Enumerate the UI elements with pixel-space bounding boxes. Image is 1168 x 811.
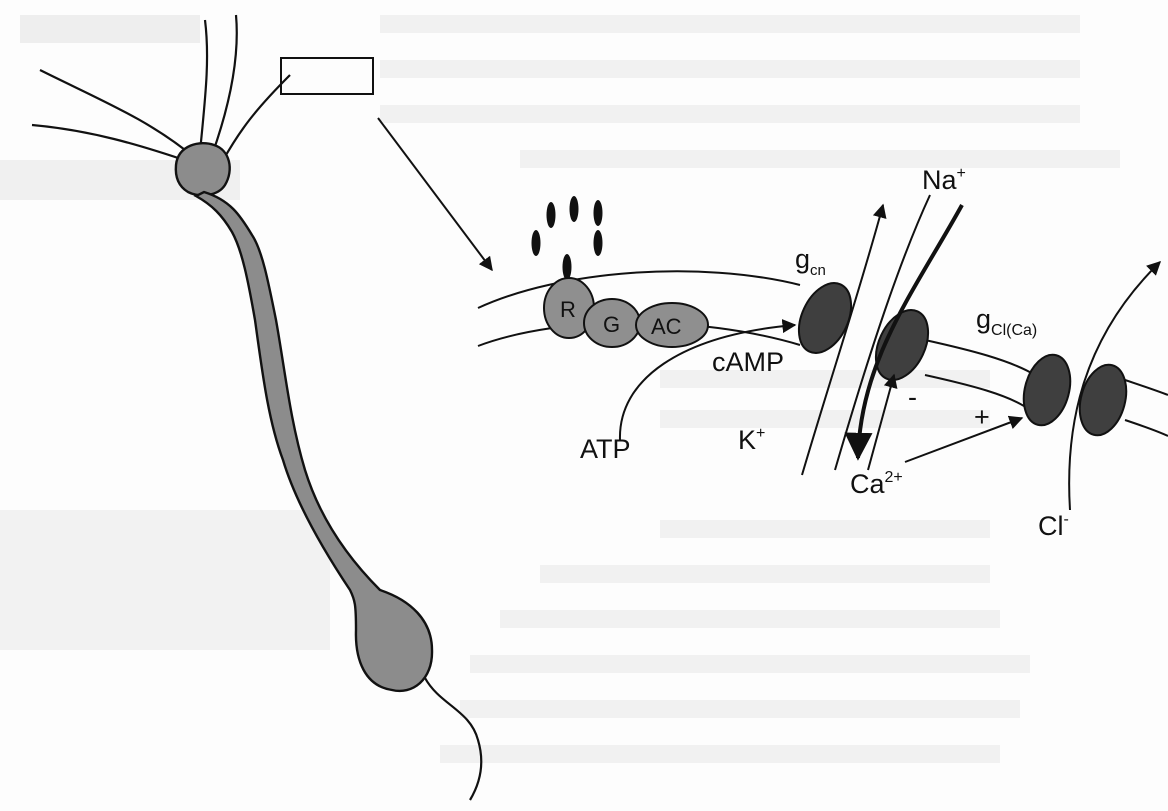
cilium xyxy=(212,15,237,155)
odorant-molecule xyxy=(594,200,603,226)
cilium xyxy=(200,20,207,152)
atp-label: ATP xyxy=(580,434,631,464)
cl-channel-label: gCl(Ca) xyxy=(976,304,1037,339)
cilium xyxy=(222,75,290,162)
axon xyxy=(425,678,481,800)
odorant-molecule xyxy=(570,196,579,222)
olfactory-neuron xyxy=(32,15,481,800)
inhibition-sign: - xyxy=(908,382,917,412)
odorant-molecule xyxy=(563,254,572,280)
odorant-molecule xyxy=(594,230,603,256)
odorant-molecule xyxy=(547,202,556,228)
dendritic-knob xyxy=(176,143,230,195)
cilium xyxy=(32,125,190,162)
cng-channel-label: gcn xyxy=(795,244,826,279)
odorant-molecules xyxy=(532,196,603,280)
camp-label: cAMP xyxy=(712,347,784,377)
calcium-label: Ca2+ xyxy=(850,469,903,499)
zoom-callout-box xyxy=(281,58,373,94)
adenylyl-cyclase-label: AC xyxy=(651,314,682,339)
receptor-label: R xyxy=(560,297,576,322)
chloride-label: Cl- xyxy=(1038,511,1069,541)
sodium-label: Na+ xyxy=(922,165,966,195)
potassium-label: K+ xyxy=(738,425,765,455)
cl-channel-subunit xyxy=(1016,350,1077,431)
cl-channel-subunit xyxy=(1072,360,1133,441)
ion-flux-arrows xyxy=(802,195,1160,510)
cng-channel: gcn xyxy=(789,244,939,388)
background-bleed-through xyxy=(0,15,1120,763)
g-protein-label: G xyxy=(603,312,620,337)
zoom-callout-arrow xyxy=(378,118,492,270)
signaling-proteins: R G AC xyxy=(544,278,708,347)
odorant-molecule xyxy=(532,230,541,256)
cilium xyxy=(40,70,195,158)
activation-sign: + xyxy=(974,402,990,432)
